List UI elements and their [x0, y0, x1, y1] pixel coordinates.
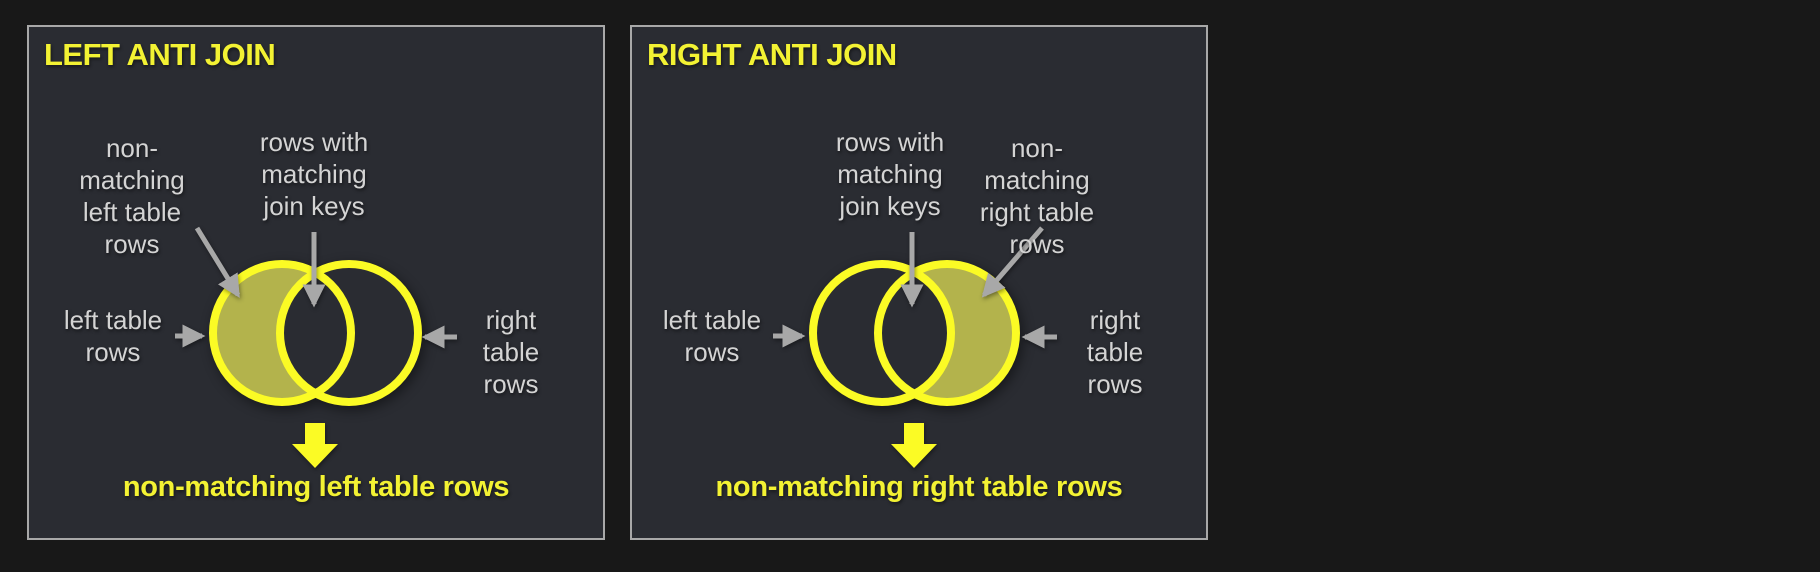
- right-circle-outline: [276, 260, 422, 406]
- label-left-table-rows: left table rows: [63, 305, 163, 367]
- label-matching-join-keys: rows with matching join keys: [835, 127, 945, 221]
- panel-left-anti-join: LEFT ANTI JOIN non- matching left table …: [27, 25, 605, 540]
- label-left-table-rows: left table rows: [662, 305, 762, 367]
- left-circle-outline: [209, 260, 355, 406]
- result-down-arrow-icon: [891, 423, 937, 468]
- venn-diagram-right-anti-join: [773, 226, 1057, 468]
- leader-arrow-nonmatching-icon: [981, 226, 1044, 298]
- panel-title: LEFT ANTI JOIN: [44, 37, 276, 72]
- label-right-table-rows: right table rows: [1086, 305, 1144, 399]
- right-circle-outline: [874, 260, 1020, 406]
- result-caption: non-matching right table rows: [715, 471, 1123, 503]
- label-nonmatching-right-rows: non- matching right table rows: [979, 133, 1095, 259]
- leader-arrow-nonmatching-icon: [194, 226, 241, 298]
- label-right-table-rows: right table rows: [482, 305, 540, 399]
- result-caption: non-matching left table rows: [122, 471, 510, 503]
- venn-diagram-left-anti-join: [175, 226, 457, 468]
- panel-right-anti-join: RIGHT ANTI JOIN rows with matching join …: [630, 25, 1208, 540]
- result-down-arrow-icon: [292, 423, 338, 468]
- left-circle-outline: [809, 260, 955, 406]
- label-nonmatching-left-rows: non- matching left table rows: [79, 133, 185, 259]
- label-matching-join-keys: rows with matching join keys: [259, 127, 369, 221]
- panel-title: RIGHT ANTI JOIN: [647, 37, 897, 72]
